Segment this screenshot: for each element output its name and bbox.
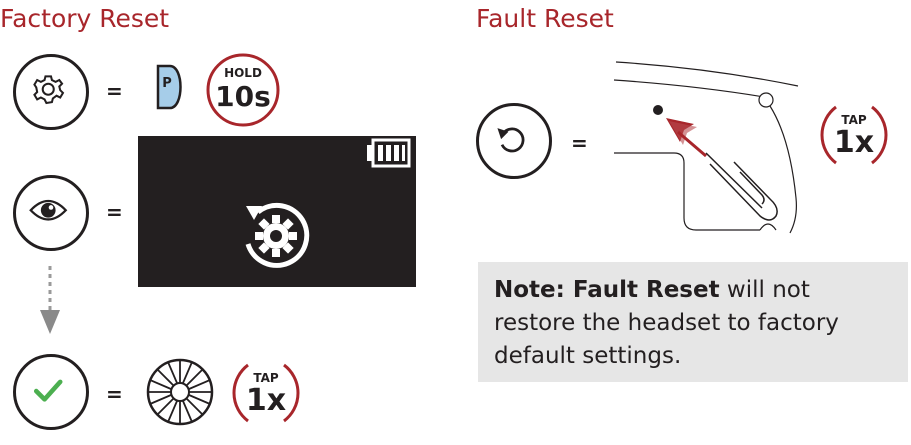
device-screen: [138, 136, 416, 287]
tap-count-fault: 1x: [833, 125, 875, 160]
factory-reset-title: Factory Reset: [0, 4, 170, 33]
hold-duration: 10s: [215, 80, 271, 113]
note-text: will not restore the headset to factory …: [494, 277, 839, 369]
confirm-button: [13, 354, 89, 430]
pinhole: [653, 105, 663, 115]
tap-count: 1x: [245, 383, 287, 418]
tap-label-fault: TAP: [841, 113, 867, 127]
paperclip-icon: [705, 152, 778, 221]
equals-sign-3: =: [106, 382, 123, 406]
eye-icon: [29, 199, 68, 221]
wheel-icon: [145, 357, 215, 427]
equals-sign-2: =: [106, 200, 123, 224]
view-button: [13, 175, 89, 251]
battery-icon: [367, 138, 411, 168]
fault-reset-title: Fault Reset: [476, 4, 614, 33]
tap-label: TAP: [253, 371, 279, 385]
p-button-label: P: [162, 76, 172, 91]
reset-arrow-icon: [497, 127, 525, 153]
hold-10s-badge: HOLD 10s: [205, 52, 281, 128]
settings-button: [13, 54, 89, 130]
note-bold-text: Note: Fault Reset: [494, 277, 720, 303]
p-button: P: [150, 64, 188, 110]
down-arrow-icon: [38, 264, 62, 336]
tap-1x-badge-fault: TAP 1x: [816, 97, 892, 173]
headset-pinhole-diagram: [610, 58, 810, 240]
reset-gear-icon: [245, 203, 310, 268]
equals-sign-1: =: [106, 79, 123, 103]
note-box: Note: Fault Reset will not restore the h…: [478, 262, 908, 382]
tap-1x-badge-factory: TAP 1x: [228, 355, 304, 431]
gear-icon: [33, 75, 65, 105]
equals-sign-4: =: [571, 131, 588, 155]
hold-label: HOLD: [224, 66, 262, 80]
check-icon: [33, 379, 63, 402]
reset-button: [476, 103, 552, 179]
